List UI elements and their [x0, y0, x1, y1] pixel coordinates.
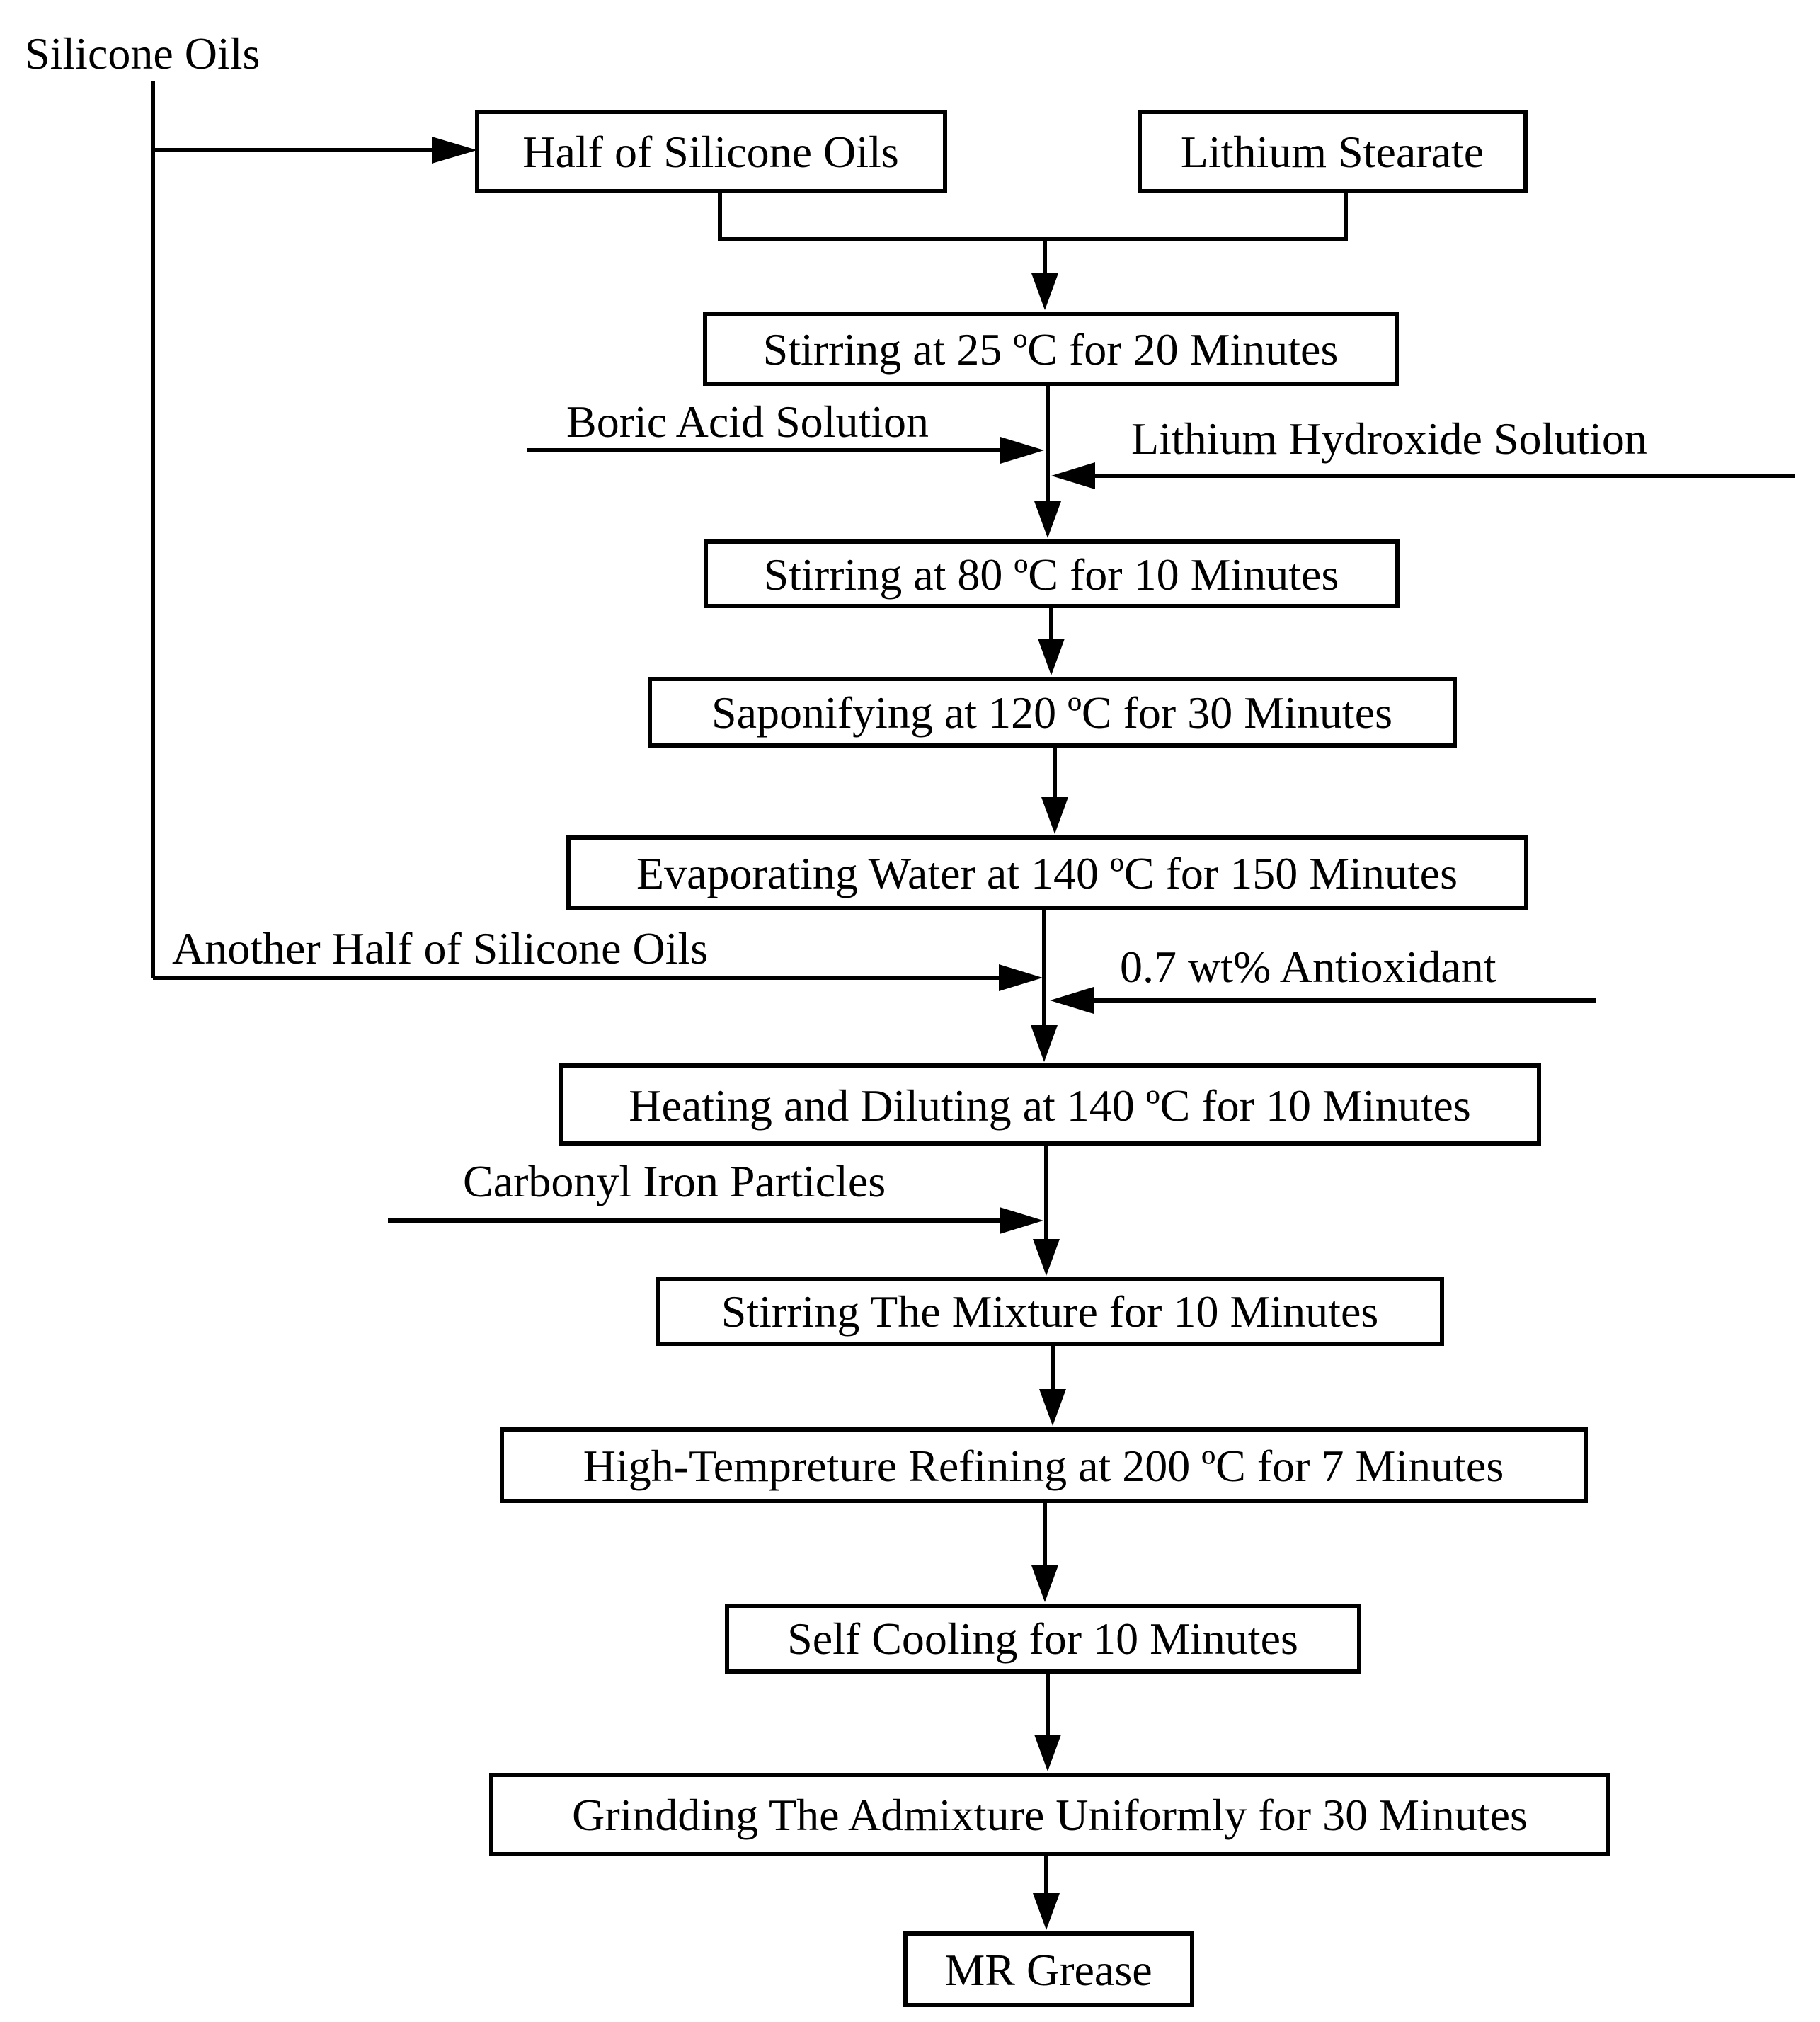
arrowhead-stir-mix [1033, 1239, 1060, 1276]
arrowhead-cool [1031, 1565, 1058, 1602]
box-grease-label: MR Grease [944, 1945, 1152, 1995]
source-label-silicone-oils: Silicone Oils [25, 28, 260, 79]
box-cool-label: Self Cooling for 10 Minutes [787, 1613, 1298, 1664]
input-label-antioxidant: 0.7 wt% Antioxidant [1120, 942, 1496, 992]
box-stir25-label: Stirring at 25 ºC for 20 Minutes [763, 324, 1339, 375]
arrowhead-heat-dilute [1031, 1025, 1058, 1062]
box-cool: Self Cooling for 10 Minutes [725, 1604, 1361, 1674]
arrowhead-antioxidant [1050, 987, 1094, 1014]
box-refine-label: High-Tempreture Refining at 200 ºC for 7… [583, 1441, 1504, 1491]
arrowhead-stir25 [1031, 273, 1058, 310]
box-lithium-stearate: Lithium Stearate [1138, 110, 1528, 193]
arrowhead-saponify [1038, 639, 1065, 675]
arrowhead-lioh [1051, 462, 1095, 489]
input-label-another-half: Another Half of Silicone Oils [172, 923, 708, 973]
arrowhead-another-half [999, 964, 1043, 991]
box-heat-dilute: Heating and Diluting at 140 ºC for 10 Mi… [559, 1063, 1541, 1146]
arrowhead-half-oils [432, 137, 477, 164]
input-label-lioh: Lithium Hydroxide Solution [1131, 413, 1647, 464]
box-evaporate-label: Evaporating Water at 140 ºC for 150 Minu… [636, 848, 1458, 898]
box-refine: High-Tempreture Refining at 200 ºC for 7… [500, 1427, 1588, 1503]
box-saponify-label: Saponifying at 120 ºC for 30 Minutes [711, 687, 1392, 738]
box-grind-label: Grindding The Admixture Uniformly for 30… [572, 1790, 1528, 1840]
box-stir25: Stirring at 25 ºC for 20 Minutes [703, 312, 1399, 386]
arrowhead-stir80 [1034, 501, 1061, 538]
process-boxes: Half of Silicone Oils Lithium Stearate S… [475, 110, 1610, 2007]
arrowhead-grind [1034, 1735, 1061, 1771]
box-grind: Grindding The Admixture Uniformly for 30… [489, 1773, 1610, 1856]
input-label-boric: Boric Acid Solution [566, 396, 929, 447]
box-stir80-label: Stirring at 80 ºC for 10 Minutes [764, 549, 1339, 600]
box-half-oils-label: Half of Silicone Oils [522, 127, 898, 177]
arrowhead-refine [1039, 1389, 1066, 1426]
arrowhead-boric [1000, 437, 1044, 464]
box-evaporate: Evaporating Water at 140 ºC for 150 Minu… [566, 835, 1528, 910]
box-saponify: Saponifying at 120 ºC for 30 Minutes [648, 677, 1457, 748]
arrowhead-evaporate [1041, 797, 1068, 834]
box-heat-dilute-label: Heating and Diluting at 140 ºC for 10 Mi… [629, 1080, 1470, 1131]
connector-half-oils-down [718, 192, 1348, 241]
box-stir80: Stirring at 80 ºC for 10 Minutes [704, 539, 1400, 608]
connectors [151, 81, 1795, 1930]
box-stir-mix-label: Stirring The Mixture for 10 Minutes [721, 1286, 1379, 1337]
arrowhead-grease [1033, 1893, 1060, 1930]
arrowhead-carbonyl [1000, 1207, 1043, 1234]
box-stir-mix: Stirring The Mixture for 10 Minutes [656, 1277, 1444, 1346]
box-half-oils: Half of Silicone Oils [475, 110, 947, 193]
input-label-carbonyl: Carbonyl Iron Particles [463, 1156, 886, 1206]
box-lithium-stearate-label: Lithium Stearate [1181, 127, 1484, 177]
box-grease: MR Grease [903, 1931, 1194, 2007]
input-labels: Boric Acid Solution Lithium Hydroxide So… [172, 396, 1647, 1206]
